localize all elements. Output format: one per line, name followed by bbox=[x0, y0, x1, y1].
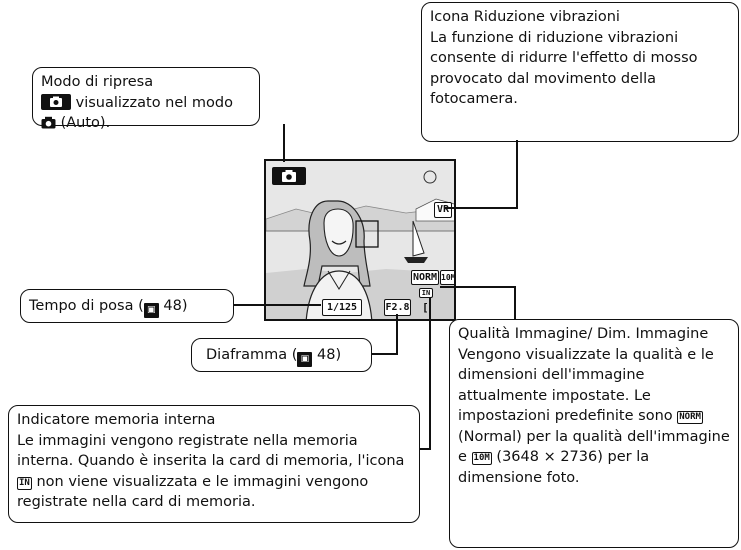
callout-quality-title: Qualità Immagine/ Dim. Immagine bbox=[458, 326, 709, 342]
lcd-internal-memory-icon: IN bbox=[419, 288, 433, 298]
callout-quality-body: Vengono visualizzate la qualità e le dim… bbox=[458, 346, 730, 486]
callout-shutter-speed: Tempo di posa (▣ 48) bbox=[20, 289, 234, 323]
leader-shutter bbox=[233, 304, 321, 306]
camera-lcd-screen: VR NORM 10M IN 1/125 F2.8 [ 20] bbox=[264, 159, 456, 321]
leader-memory-h bbox=[419, 448, 431, 450]
page-reference-icon: ▣ bbox=[143, 303, 159, 318]
leader-quality-h bbox=[440, 286, 516, 288]
leader-vr-h2 bbox=[460, 207, 518, 209]
lcd-shutter-speed: 1/125 bbox=[322, 299, 362, 316]
image-size-icon: 10M bbox=[471, 452, 492, 465]
leader-quality-v bbox=[514, 286, 516, 320]
lcd-vr-icon: VR bbox=[434, 202, 452, 218]
page-reference-icon: ▣ bbox=[297, 352, 313, 367]
internal-memory-icon: IN bbox=[17, 476, 32, 490]
callout-shooting-mode-title: Modo di ripresa bbox=[41, 74, 154, 90]
lcd-image-size-icon: 10M bbox=[440, 270, 454, 285]
lcd-mode-icon bbox=[272, 167, 306, 185]
leader-memory-v bbox=[429, 298, 431, 450]
callout-image-quality-size: Qualità Immagine/ Dim. Immagine Vengono … bbox=[449, 319, 739, 548]
callout-memory-body: Le immagini vengono registrate nella mem… bbox=[17, 432, 405, 510]
callout-aperture: Diaframma (▣ 48) bbox=[191, 338, 372, 372]
camera-icon bbox=[41, 115, 56, 136]
lcd-image-quality-icon: NORM bbox=[411, 270, 439, 285]
leader-aperture-h bbox=[371, 353, 398, 355]
auto-mode-icon bbox=[41, 93, 71, 110]
callout-shooting-mode: Modo di ripresa visualizzato nel modo (A… bbox=[32, 67, 260, 131]
callout-vr-body: La funzione di riduzione vibrazioni cons… bbox=[430, 29, 698, 108]
callout-memory-title: Indicatore memoria interna bbox=[17, 412, 216, 428]
leader-vr-v bbox=[516, 140, 518, 209]
leader-aperture-v bbox=[396, 314, 398, 355]
leader-mode bbox=[283, 124, 285, 162]
norm-quality-icon: NORM bbox=[677, 411, 703, 424]
leader-vr-h bbox=[444, 207, 464, 209]
lcd-exposures-remaining: [ 20] bbox=[422, 301, 442, 319]
callout-vr-title: Icona Riduzione vibrazioni bbox=[430, 9, 620, 25]
callout-vibration-reduction: Icona Riduzione vibrazioni La funzione d… bbox=[421, 2, 739, 142]
callout-shooting-mode-text: visualizzato nel modo (Auto). bbox=[41, 93, 251, 136]
callout-internal-memory: Indicatore memoria interna Le immagini v… bbox=[8, 405, 420, 523]
